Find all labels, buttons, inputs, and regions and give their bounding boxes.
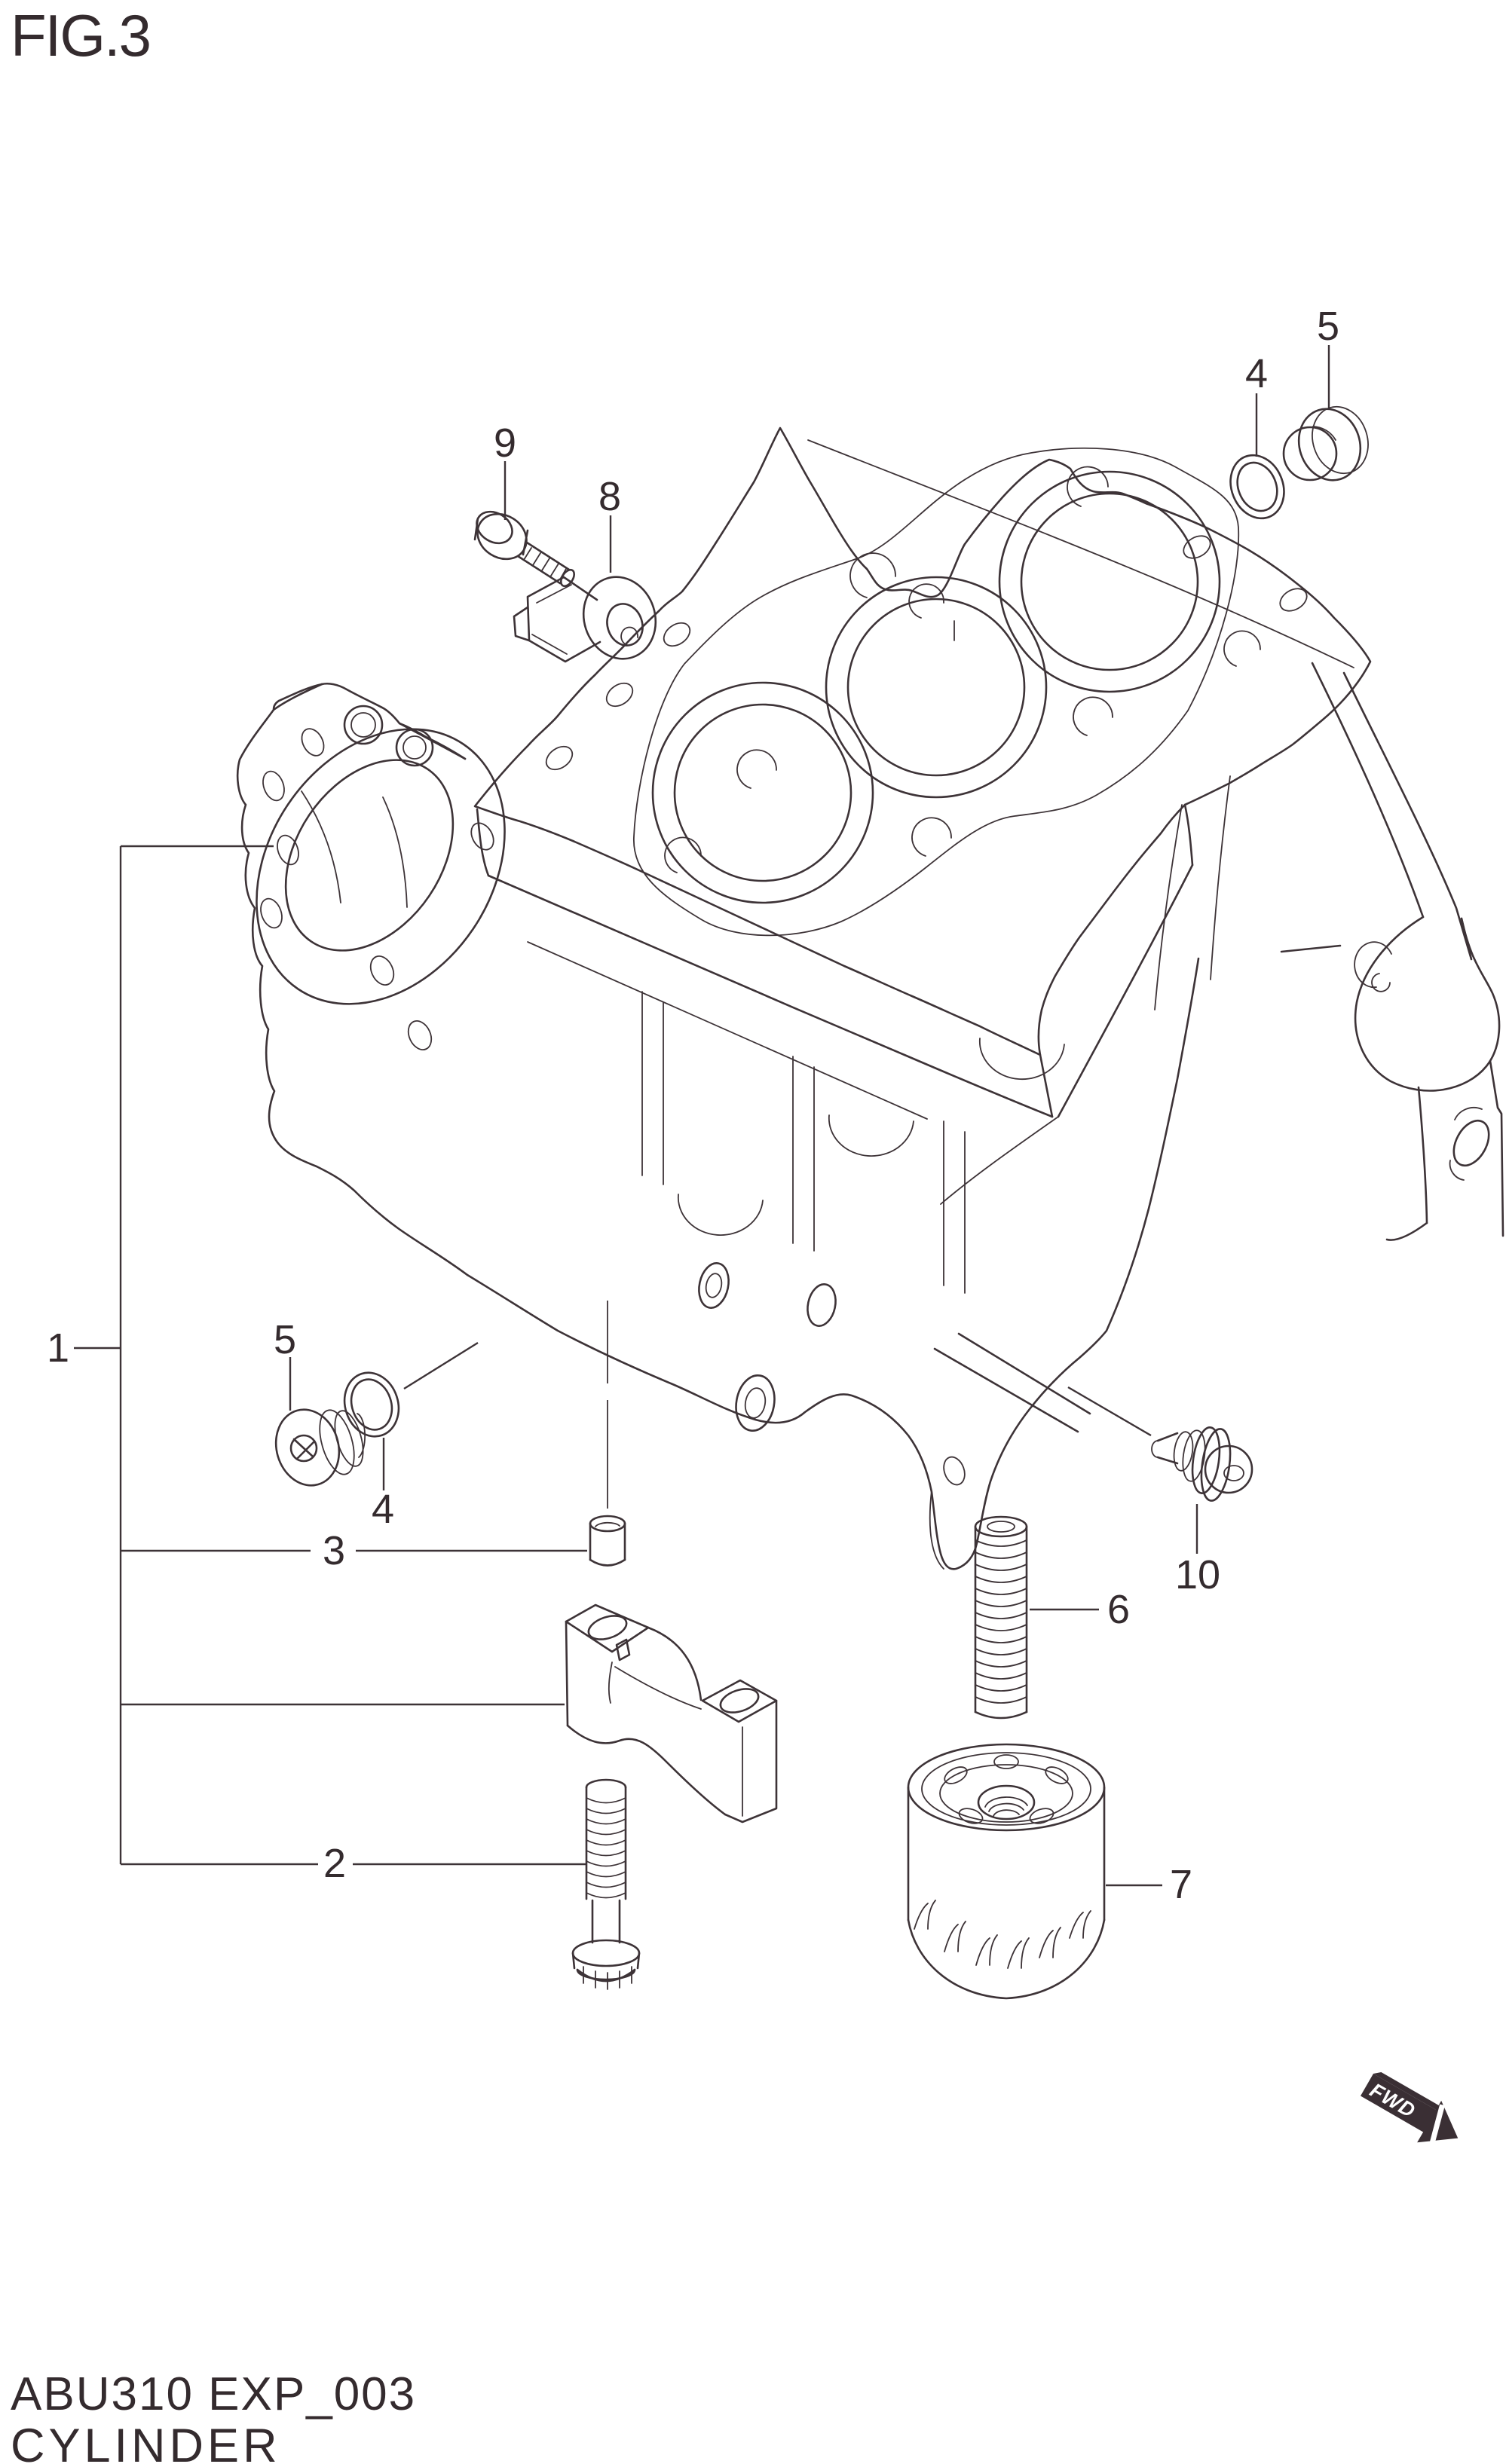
callout-1: 1: [46, 1325, 70, 1371]
part-5-plug-left: [274, 1408, 366, 1487]
fwd-arrow: FWD: [1361, 2071, 1459, 2145]
part-7-oil-filter: [907, 1743, 1106, 2000]
callout-4-left: 4: [371, 1487, 395, 1532]
part-10-plug: [1151, 1426, 1253, 1502]
callout-10: 10: [1174, 1552, 1221, 1597]
part-4-oring-left: [343, 1371, 400, 1438]
main-bearing-cap: [565, 1603, 778, 1824]
callout-5-top: 5: [1316, 304, 1340, 349]
leader-lines: [74, 345, 1330, 1887]
deck-holes: [545, 535, 1308, 771]
part-3-dowel-pin: [589, 1515, 626, 1567]
callout-3: 3: [322, 1528, 346, 1573]
callout-2: 2: [323, 1841, 347, 1886]
cylinder-block-illustration: [236, 426, 1504, 1570]
footer-figure-name: CYLINDER: [11, 2420, 281, 2464]
part-2-cap-bolt: [571, 1778, 641, 1990]
callout-9: 9: [493, 420, 517, 466]
figure-title: FIG.3: [11, 2, 152, 69]
block-bottom-edge: [466, 957, 1200, 1570]
callout-4-top: 4: [1244, 351, 1269, 396]
part-9-sensor-bolt: [473, 510, 575, 588]
footer-figure-code: ABU310 EXP_003: [11, 2368, 417, 2420]
part-6-stud-bolt: [974, 1515, 1028, 1720]
callout-7: 7: [1169, 1862, 1193, 1907]
block-interior-detail: [527, 775, 1231, 1570]
block-left-face: [236, 682, 506, 1276]
deck-bolt-holes: [664, 466, 1261, 873]
callout-6: 6: [1107, 1587, 1131, 1632]
callout-8: 8: [598, 474, 622, 519]
callout-5-left: 5: [273, 1317, 297, 1362]
part-4-oring-top: [1229, 454, 1285, 520]
part-8-knock-sensor: [513, 576, 657, 663]
part-5-plug-top: [1282, 405, 1369, 481]
block-right-strut: [1280, 662, 1504, 1241]
